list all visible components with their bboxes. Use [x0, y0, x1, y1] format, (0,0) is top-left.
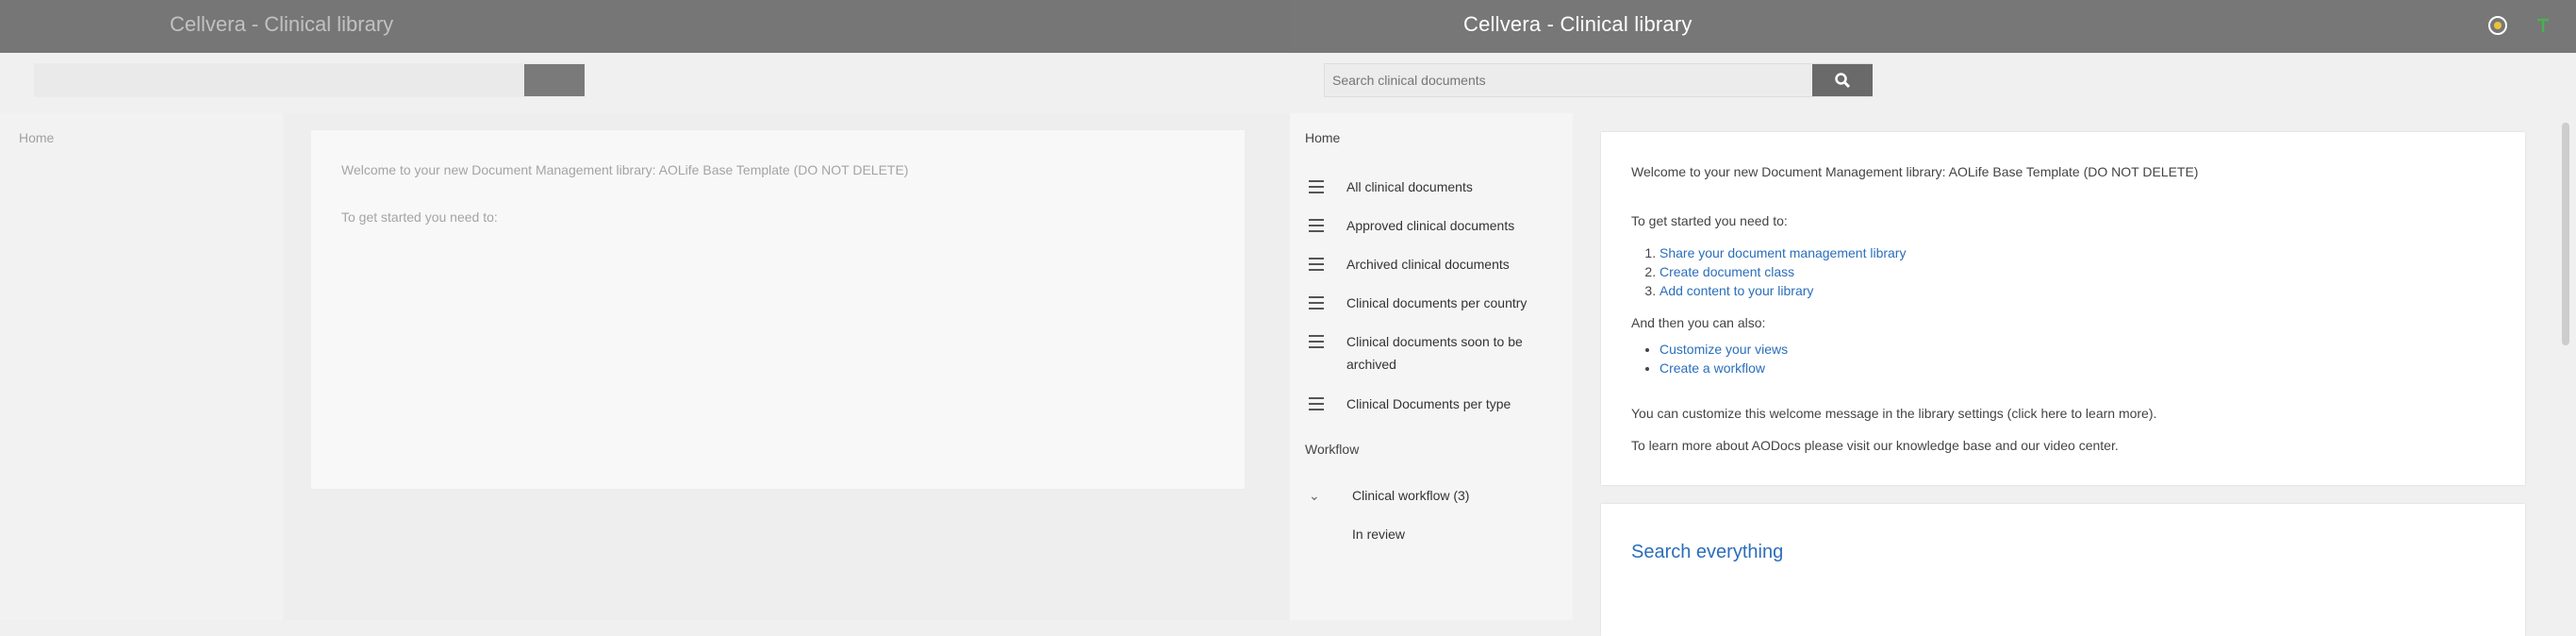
chevron-down-icon[interactable]: ⌄: [1309, 488, 1320, 503]
view-list-icon: [1309, 180, 1324, 193]
sidebar-workflow-group[interactable]: Clinical workflow (3): [1352, 488, 1470, 503]
sidebar-item-all[interactable]: All clinical documents: [1309, 176, 1573, 198]
search-everything-card: Search everything: [1601, 504, 2525, 636]
sidebar-item-label-line1: Clinical documents soon to be: [1346, 334, 1523, 349]
ghost-sidebar: [0, 113, 283, 620]
get-started-text: To get started you need to:: [1631, 213, 1788, 228]
sidebar-home[interactable]: Home: [1305, 130, 1341, 145]
sidebar-item-label: Approved clinical documents: [1346, 218, 1515, 233]
welcome-card: Welcome to your new Document Management …: [1601, 132, 2525, 485]
sidebar-item-label-line2: archived: [1346, 357, 1396, 372]
sidebar-item-archived[interactable]: Archived clinical documents: [1309, 253, 1573, 276]
customize-views-link[interactable]: Customize your views: [1660, 342, 1789, 357]
apps-icon[interactable]: [2531, 13, 2555, 38]
sidebar-item-label: Archived clinical documents: [1346, 257, 1510, 272]
scrollbar[interactable]: [2561, 119, 2570, 620]
view-list-icon: [1309, 296, 1324, 310]
view-list-icon: [1309, 335, 1324, 348]
search-bar[interactable]: [1324, 63, 1873, 97]
ghost-welcome-text: Welcome to your new Document Management …: [341, 162, 909, 177]
list-item: Create document class: [1660, 262, 2495, 281]
extras-list: Customize your views Create a workflow: [1660, 340, 2495, 377]
sidebar-item-label: Clinical documents per country: [1346, 295, 1527, 310]
sidebar-item-soon-archived[interactable]: Clinical documents soon to be archived: [1309, 330, 1573, 376]
ghost-get-started: To get started you need to:: [341, 209, 498, 225]
search-icon: [1835, 73, 1851, 89]
list-item: Customize your views: [1660, 340, 2495, 359]
customize-text: You can customize this welcome message i…: [1631, 406, 2157, 421]
welcome-intro: Welcome to your new Document Management …: [1631, 164, 2199, 179]
sidebar-item-per-type[interactable]: Clinical Documents per type: [1309, 393, 1573, 415]
ghost-welcome-card: [311, 130, 1245, 489]
app-title: Cellvera - Clinical library: [1463, 12, 1693, 36]
sidebar: Home All clinical documents Approved cli…: [1290, 113, 1573, 620]
learn-more-text: To learn more about AODocs please visit …: [1631, 438, 2119, 453]
steps-list: Share your document management library C…: [1660, 243, 2495, 300]
ghost-search-button: [524, 64, 585, 96]
sidebar-item-approved[interactable]: Approved clinical documents: [1309, 214, 1573, 237]
search-button[interactable]: [1812, 64, 1873, 96]
section-title: Search everything: [1631, 542, 1784, 562]
ghost-top-bar: [0, 0, 1290, 53]
ghost-app-title: Cellvera - Clinical library: [170, 12, 394, 36]
list-item: Add content to your library: [1660, 281, 2495, 300]
sidebar-workflow-in-review[interactable]: In review: [1352, 527, 1406, 542]
add-content-link[interactable]: Add content to your library: [1660, 283, 1814, 298]
top-bar: Cellvera - Clinical library Cellvera - C…: [0, 0, 2576, 53]
sidebar-item-label: All clinical documents: [1346, 179, 1473, 194]
scrollbar-thumb[interactable]: [2562, 123, 2569, 345]
sidebar-item-per-country[interactable]: Clinical documents per country: [1309, 292, 1573, 314]
view-list-icon: [1309, 258, 1324, 271]
sidebar-workflow-header: Workflow: [1305, 442, 1360, 457]
ghost-home: Home: [19, 130, 55, 145]
list-item: Create a workflow: [1660, 359, 2495, 377]
create-workflow-link[interactable]: Create a workflow: [1660, 360, 1766, 376]
sidebar-item-label: Clinical documents soon to be archived: [1346, 330, 1523, 376]
main-content: Welcome to your new Document Management …: [1573, 113, 2557, 636]
share-library-link[interactable]: Share your document management library: [1660, 245, 1907, 260]
sidebar-item-label: Clinical Documents per type: [1346, 396, 1511, 411]
ghost-search-bar: [34, 63, 585, 97]
then-text: And then you can also:: [1631, 315, 1766, 330]
view-list-icon: [1309, 219, 1324, 232]
view-list-icon: [1309, 397, 1324, 410]
list-item: Share your document management library: [1660, 243, 2495, 262]
help-icon[interactable]: [2485, 13, 2510, 38]
create-class-link[interactable]: Create document class: [1660, 264, 1795, 279]
search-input[interactable]: [1325, 64, 1796, 96]
